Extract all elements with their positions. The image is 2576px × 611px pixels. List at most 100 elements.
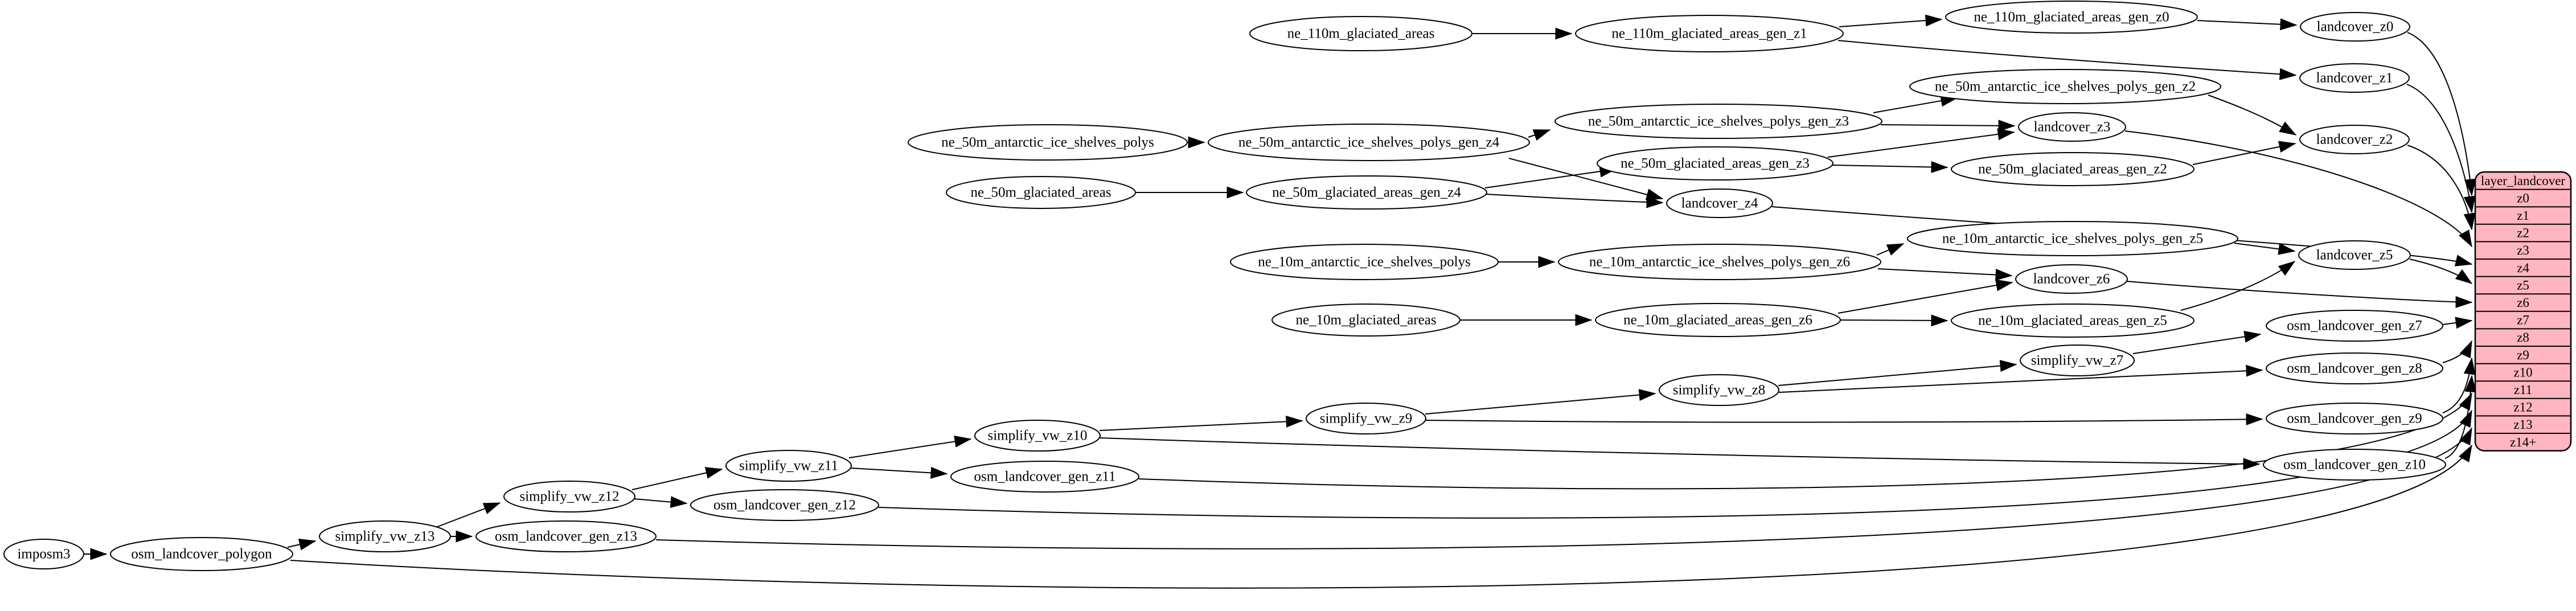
node-label-ne_10m_glaciated_areas: ne_10m_glaciated_areas <box>1295 313 1436 328</box>
node-ne_110m_glaciated_areas_gen_z1: ne_110m_glaciated_areas_gen_z1 <box>1575 15 1844 52</box>
node-label-osm_landcover_gen_z8: osm_landcover_gen_z8 <box>2287 361 2422 376</box>
node-simplify_vw_z10: simplify_vw_z10 <box>974 420 1101 452</box>
node-ne_110m_glaciated_areas: ne_110m_glaciated_areas <box>1249 16 1472 51</box>
edge-landcover_z2-to-layer_landcover_z2 <box>2407 145 2476 231</box>
edge-simplify_vw_z8-to-simplify_vw_z7 <box>1778 360 2017 386</box>
edge-simplify_vw_z13-to-simplify_vw_z12 <box>434 502 501 528</box>
node-label-landcover_z0: landcover_z0 <box>2317 19 2394 35</box>
node-label-ne_50m_glaciated_areas: ne_50m_glaciated_areas <box>970 185 1111 200</box>
edge-ne_10m_glaciated_areas_gen_z6-to-landcover_z6 <box>1837 279 2013 314</box>
node-label-ne_50m_antarctic_ice_shelves_polys: ne_50m_antarctic_ice_shelves_polys <box>941 135 1154 150</box>
edge-simplify_vw_z9-to-osm_landcover_gen_z9 <box>1425 413 2263 425</box>
node-ne_110m_glaciated_areas_gen_z0: ne_110m_glaciated_areas_gen_z0 <box>1945 1 2198 34</box>
node-ellipse-osm_landcover_gen_z8 <box>2266 352 2443 384</box>
node-label-simplify_vw_z7: simplify_vw_z7 <box>2031 353 2124 368</box>
edge-simplify_vw_z10-to-osm_landcover_gen_z10 <box>1100 437 2261 470</box>
node-label-osm_landcover_gen_z7: osm_landcover_gen_z7 <box>2287 318 2422 334</box>
edge-ne_50m_glaciated_areas_gen_z3-to-landcover_z3 <box>1827 128 2015 158</box>
edge-simplify_vw_z10-to-simplify_vw_z9 <box>1099 415 1303 431</box>
node-label-ne_110m_glaciated_areas_gen_z0: ne_110m_glaciated_areas_gen_z0 <box>1974 10 2169 25</box>
node-label-landcover_z6: landcover_z6 <box>2033 272 2110 287</box>
node-landcover_z0: landcover_z0 <box>2300 12 2410 42</box>
edge-ne_110m_glaciated_areas_gen_z1-to-ne_110m_glaciated_areas_gen_z0 <box>1839 14 1943 27</box>
node-ellipse-ne_50m_antarctic_ice_shelves_polys_gen_z3 <box>1554 104 1882 139</box>
node-landcover_z5: landcover_z5 <box>2298 240 2411 270</box>
node-ellipse-ne_50m_antarctic_ice_shelves_polys_gen_z2 <box>1909 69 2221 104</box>
node-label-simplify_vw_z8: simplify_vw_z8 <box>1673 383 1766 398</box>
table-row-z8: z8 <box>2517 330 2529 345</box>
node-label-landcover_z1: landcover_z1 <box>2316 71 2393 86</box>
node-label-osm_landcover_polygon: osm_landcover_polygon <box>131 547 272 562</box>
edge-ne_10m_antarctic_ice_shelves_polys_gen_z5-to-landcover_z5 <box>2234 243 2296 255</box>
node-ne_10m_glaciated_areas_gen_z6: ne_10m_glaciated_areas_gen_z6 <box>1595 303 1841 337</box>
edge-ne_50m_glaciated_areas_gen_z4-to-landcover_z4 <box>1486 194 1664 208</box>
node-label-osm_landcover_gen_z12: osm_landcover_gen_z12 <box>713 498 856 513</box>
node-label-simplify_vw_z9: simplify_vw_z9 <box>1320 411 1413 427</box>
node-ne_10m_glaciated_areas: ne_10m_glaciated_areas <box>1271 304 1461 337</box>
node-ellipse-landcover_z2 <box>2299 125 2410 154</box>
edge-landcover_z3-to-layer_landcover_z3 <box>2124 130 2472 248</box>
node-ellipse-ne_10m_antarctic_ice_shelves_polys <box>1230 244 1499 280</box>
node-ne_10m_glaciated_areas_gen_z5: ne_10m_glaciated_areas_gen_z5 <box>1951 304 2194 338</box>
node-label-simplify_vw_z13: simplify_vw_z13 <box>335 529 435 544</box>
node-ne_10m_antarctic_ice_shelves_polys: ne_10m_antarctic_ice_shelves_polys <box>1230 244 1499 280</box>
node-ellipse-landcover_z5 <box>2298 240 2411 270</box>
edge-simplify_vw_z11-to-simplify_vw_z10 <box>848 435 972 458</box>
node-label-ne_50m_glaciated_areas_gen_z3: ne_50m_glaciated_areas_gen_z3 <box>1621 156 1810 171</box>
table-row-z4: z4 <box>2517 261 2529 275</box>
node-osm_landcover_gen_z12: osm_landcover_gen_z12 <box>690 489 879 521</box>
node-ne_50m_antarctic_ice_shelves_polys_gen_z2: ne_50m_antarctic_ice_shelves_polys_gen_z… <box>1909 69 2221 104</box>
node-ellipse-landcover_z6 <box>2015 264 2128 294</box>
edge-osm_landcover_gen_z8-to-layer_landcover_z8 <box>2442 340 2472 363</box>
edge-landcover_z5-to-layer_landcover_z5 <box>2409 259 2473 284</box>
node-ellipse-imposm3 <box>3 539 84 569</box>
node-ellipse-osm_landcover_gen_z11 <box>950 461 1139 493</box>
node-label-ne_50m_glaciated_areas_gen_z2: ne_50m_glaciated_areas_gen_z2 <box>1978 162 2167 177</box>
node-ellipse-ne_50m_glaciated_areas <box>946 176 1136 209</box>
layer-landcover-table: layer_landcoverz0z1z2z3z4z5z6z7z8z9z10z1… <box>2474 171 2572 452</box>
node-label-osm_landcover_gen_z11: osm_landcover_gen_z11 <box>974 469 1116 485</box>
node-osm_landcover_gen_z11: osm_landcover_gen_z11 <box>950 461 1139 493</box>
edge-ne_50m_antarctic_ice_shelves_polys_gen_z4-to-ne_50m_antarctic_ice_shelves_polys_gen_z3 <box>1528 129 1551 141</box>
node-ellipse-ne_50m_glaciated_areas_gen_z2 <box>1951 152 2194 186</box>
edge-ne_110m_glaciated_areas_gen_z1-to-landcover_z1 <box>1837 40 2297 80</box>
edge-osm_landcover_polygon-to-layer_landcover_z14plus <box>290 444 2472 589</box>
node-label-landcover_z4: landcover_z4 <box>1681 196 1758 211</box>
edge-osm_landcover_gen_z9-to-layer_landcover_z9 <box>2442 357 2476 413</box>
node-label-ne_50m_antarctic_ice_shelves_polys_gen_z2: ne_50m_antarctic_ice_shelves_polys_gen_z… <box>1935 79 2196 95</box>
node-ne_50m_antarctic_ice_shelves_polys_gen_z4: ne_50m_antarctic_ice_shelves_polys_gen_z… <box>1208 124 1530 161</box>
node-ellipse-osm_landcover_gen_z12 <box>690 489 879 521</box>
node-ellipse-ne_10m_antarctic_ice_shelves_polys_gen_z6 <box>1558 244 1881 280</box>
edge-landcover_z1-to-layer_landcover_z1 <box>2406 84 2476 214</box>
node-ne_50m_glaciated_areas_gen_z4: ne_50m_glaciated_areas_gen_z4 <box>1246 175 1487 210</box>
node-ellipse-osm_landcover_gen_z13 <box>475 520 657 552</box>
node-ne_50m_antarctic_ice_shelves_polys: ne_50m_antarctic_ice_shelves_polys <box>908 124 1188 161</box>
node-ellipse-ne_10m_glaciated_areas_gen_z6 <box>1595 303 1841 337</box>
table-row-z5: z5 <box>2517 278 2529 292</box>
edge-ne_110m_glaciated_areas_gen_z0-to-landcover_z0 <box>2197 18 2298 31</box>
node-label-ne_10m_glaciated_areas_gen_z6: ne_10m_glaciated_areas_gen_z6 <box>1623 313 1812 328</box>
table-title: layer_landcover <box>2481 174 2565 188</box>
node-ne_50m_glaciated_areas_gen_z3: ne_50m_glaciated_areas_gen_z3 <box>1597 146 1833 181</box>
node-ne_10m_antarctic_ice_shelves_polys_gen_z6: ne_10m_antarctic_ice_shelves_polys_gen_z… <box>1558 244 1881 280</box>
table-row-z2: z2 <box>2517 226 2529 240</box>
edge-ne_10m_glaciated_areas_gen_z5-to-landcover_z5 <box>2180 261 2296 311</box>
node-ellipse-simplify_vw_z9 <box>1306 403 1426 434</box>
node-label-ne_10m_antarctic_ice_shelves_polys_gen_z5: ne_10m_antarctic_ice_shelves_polys_gen_z… <box>1942 231 2203 247</box>
node-label-ne_10m_antarctic_ice_shelves_polys_gen_z6: ne_10m_antarctic_ice_shelves_polys_gen_z… <box>1589 255 1850 270</box>
node-ellipse-ne_10m_glaciated_areas_gen_z5 <box>1951 304 2194 338</box>
node-label-osm_landcover_gen_z10: osm_landcover_gen_z10 <box>2283 457 2426 473</box>
node-ellipse-ne_50m_antarctic_ice_shelves_polys_gen_z4 <box>1208 124 1530 161</box>
node-ellipse-simplify_vw_z8 <box>1659 374 1779 406</box>
node-ellipse-simplify_vw_z13 <box>319 520 451 552</box>
node-landcover_z3: landcover_z3 <box>2018 112 2126 142</box>
node-simplify_vw_z7: simplify_vw_z7 <box>2020 345 2135 376</box>
node-label-landcover_z5: landcover_z5 <box>2316 248 2393 263</box>
node-label-osm_landcover_gen_z9: osm_landcover_gen_z9 <box>2287 411 2422 427</box>
node-label-simplify_vw_z12: simplify_vw_z12 <box>520 489 620 505</box>
node-osm_landcover_gen_z9: osm_landcover_gen_z9 <box>2266 403 2443 434</box>
node-osm_landcover_polygon: osm_landcover_polygon <box>110 537 293 571</box>
node-label-ne_110m_glaciated_areas: ne_110m_glaciated_areas <box>1287 26 1435 42</box>
